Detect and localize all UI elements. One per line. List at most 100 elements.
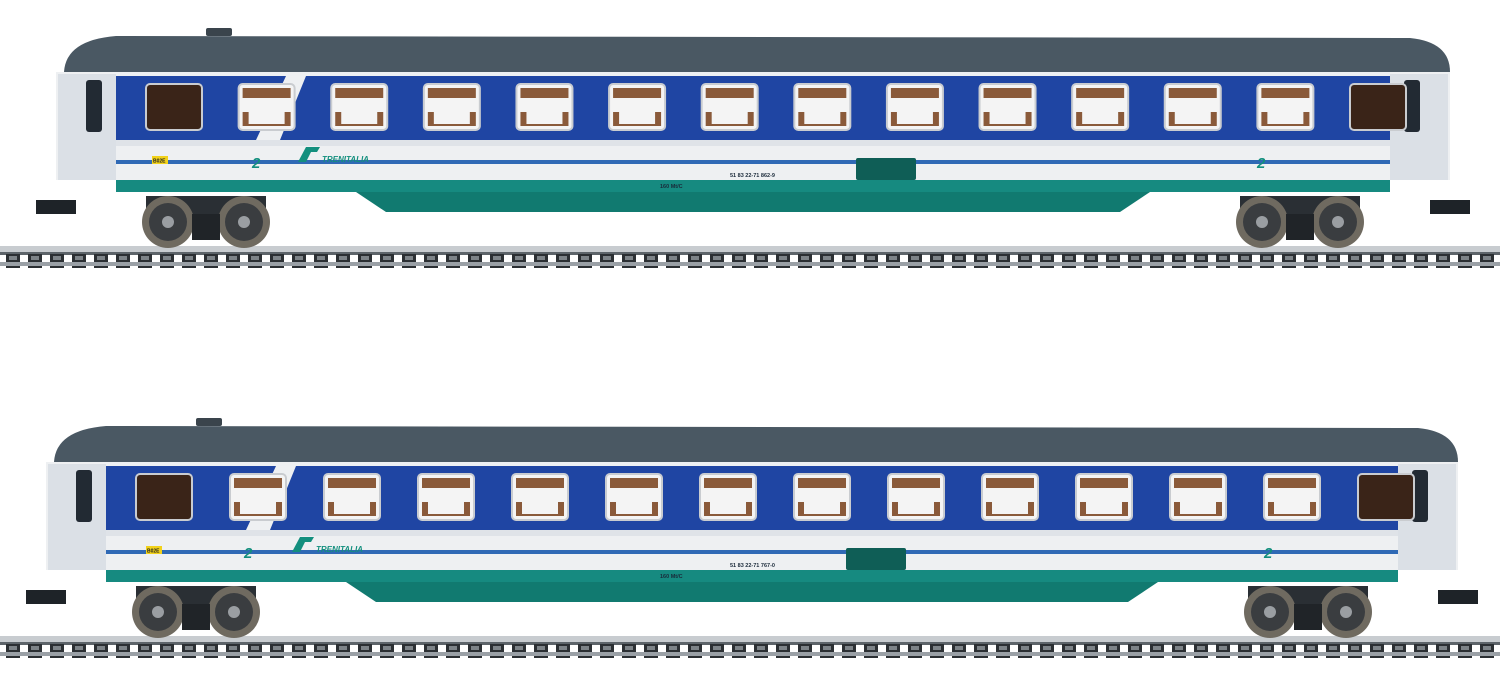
window-top-bar xyxy=(798,88,847,98)
sleeper-clip xyxy=(845,646,853,650)
sleeper-clip xyxy=(9,646,17,650)
window xyxy=(1349,83,1407,131)
door-window-left xyxy=(86,80,102,132)
window xyxy=(793,473,851,521)
window-lower-glass xyxy=(526,112,563,124)
window-pane xyxy=(1357,473,1415,521)
operator-logo: TRENITALIA xyxy=(298,147,369,164)
sleeper-clip xyxy=(471,256,479,260)
sleeper-clip xyxy=(669,646,677,650)
sleeper-clip xyxy=(867,646,875,650)
sleeper-clip xyxy=(1021,256,1029,260)
window-lower-glass xyxy=(1174,112,1211,124)
sleeper-clip xyxy=(779,256,787,260)
sleeper-clip xyxy=(383,256,391,260)
window-lower-glass xyxy=(1086,502,1122,514)
window-lower-glass xyxy=(522,502,558,514)
coupler-left xyxy=(36,200,76,214)
sleeper-clip xyxy=(581,256,589,260)
window-top-bar xyxy=(704,478,752,488)
window-top-bar xyxy=(516,478,564,488)
sleeper-clip xyxy=(1329,646,1337,650)
sleeper-clip xyxy=(317,646,325,650)
sleeper-clip xyxy=(1461,646,1469,650)
car-number: 51 83 22-71 862-9 xyxy=(730,173,775,179)
coupler-left xyxy=(26,590,66,604)
ballast-line xyxy=(0,262,1500,266)
sleeper-clip xyxy=(185,256,193,260)
sleeper-clip xyxy=(1373,646,1381,650)
window-top-bar xyxy=(613,88,662,98)
bogies xyxy=(132,586,1372,638)
white-strip xyxy=(116,140,1390,146)
rail-top xyxy=(0,636,1500,642)
sleeper-clip xyxy=(977,646,985,650)
sleeper-clip xyxy=(31,646,39,650)
window xyxy=(978,83,1037,131)
sleeper-clip xyxy=(515,256,523,260)
window xyxy=(1357,473,1415,521)
small-code-plate: B02E xyxy=(152,156,168,165)
sleeper-clip xyxy=(823,646,831,650)
window-top-bar xyxy=(328,478,376,488)
coupler-right xyxy=(1430,200,1470,214)
vent-grille xyxy=(856,158,916,180)
wheel-hub xyxy=(152,606,164,618)
wheel-hub xyxy=(1256,216,1268,228)
bogie-left xyxy=(132,586,260,638)
operator-name: TRENITALIA xyxy=(322,155,369,164)
sleeper-clip xyxy=(603,256,611,260)
sleeper-clip xyxy=(251,256,259,260)
sleeper-clip xyxy=(713,256,721,260)
sleeper-clip xyxy=(295,646,303,650)
sleeper-clip xyxy=(1043,256,1051,260)
passenger-car-bottom: 2 2 TRENITALIA 51 83 22-71 767-0 160 Mt/… xyxy=(0,418,1500,658)
windows xyxy=(135,473,1415,521)
speed-label: 160 Mt/C xyxy=(660,574,683,580)
sleeper-clip xyxy=(823,256,831,260)
sleeper-clip xyxy=(1131,646,1139,650)
window-lower-glass xyxy=(1274,502,1310,514)
sleeper-clip xyxy=(1043,646,1051,650)
window-top-bar xyxy=(983,88,1032,98)
sleeper-clip xyxy=(1131,256,1139,260)
window-top-bar xyxy=(798,478,846,488)
sleeper-clip xyxy=(1285,646,1293,650)
class-number-left: 2 xyxy=(243,545,253,562)
roof xyxy=(54,426,1458,462)
window-lower-glass xyxy=(428,502,464,514)
sleeper-clip xyxy=(691,256,699,260)
sleeper-clip xyxy=(1021,646,1029,650)
window xyxy=(981,473,1039,521)
sleeper-clip xyxy=(1153,646,1161,650)
sleeper-clip xyxy=(999,646,1007,650)
window-top-bar xyxy=(986,478,1034,488)
window xyxy=(1256,83,1315,131)
bogie-spring xyxy=(1286,214,1314,240)
window-top-bar xyxy=(1174,478,1222,488)
sleeper-clip xyxy=(449,256,457,260)
sleeper-clip xyxy=(449,646,457,650)
class-number-right: 2 xyxy=(1263,545,1273,562)
window-top-bar xyxy=(705,88,754,98)
window xyxy=(417,473,475,521)
ballast-line xyxy=(0,652,1500,656)
window-lower-glass xyxy=(433,112,470,124)
sleeper-clip xyxy=(515,646,523,650)
sleeper-clip xyxy=(405,256,413,260)
sleeper-clip xyxy=(1483,256,1491,260)
window xyxy=(885,83,944,131)
sleeper-clip xyxy=(427,256,435,260)
window-lower-glass xyxy=(804,112,841,124)
rail-top xyxy=(0,246,1500,252)
small-code: B02E xyxy=(147,549,160,555)
small-code-plate: B02E xyxy=(146,546,162,555)
wheel-hub xyxy=(228,606,240,618)
sleeper-clip xyxy=(889,646,897,650)
underframe xyxy=(106,570,1398,582)
window-lower-glass xyxy=(334,502,370,514)
sleeper-clip xyxy=(361,646,369,650)
operator-logo: TRENITALIA xyxy=(292,537,363,554)
sleeper-clip xyxy=(207,646,215,650)
track xyxy=(0,246,1500,268)
